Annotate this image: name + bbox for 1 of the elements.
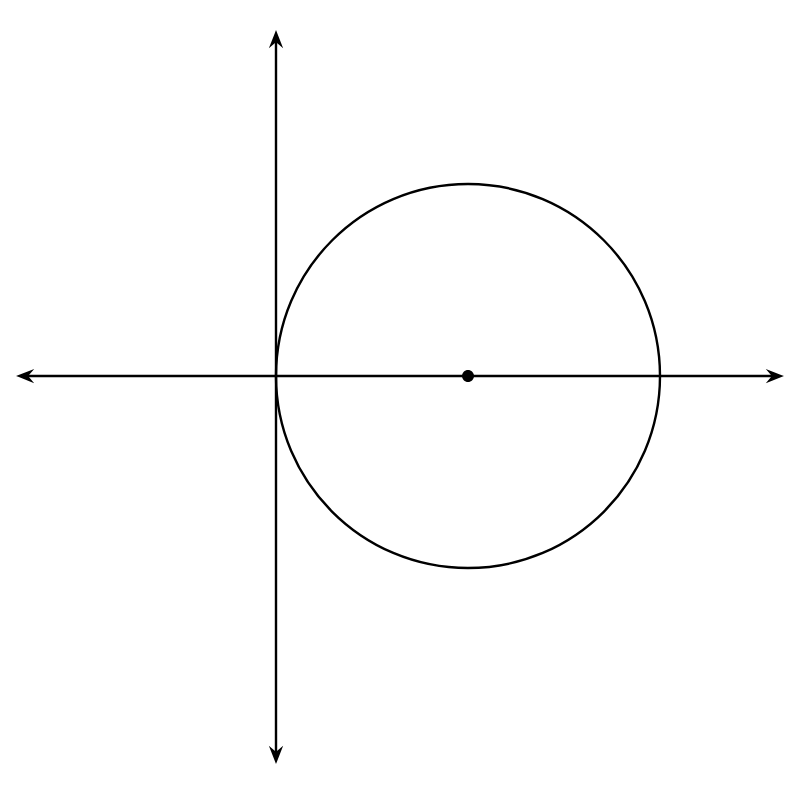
circle (274, 182, 662, 570)
